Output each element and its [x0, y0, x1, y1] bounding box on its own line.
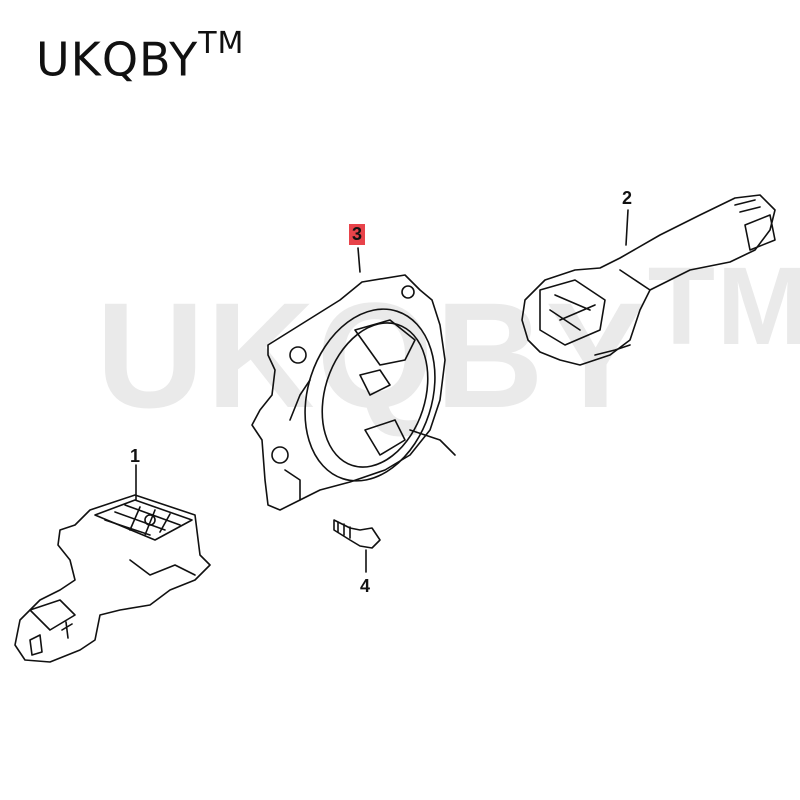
callout-1: 1 — [130, 446, 141, 466]
watermark: UKQBYTM — [96, 245, 800, 439]
brand-tm: TM — [198, 26, 245, 61]
callout-4: 4 — [360, 576, 371, 596]
brand-name: UKQBY — [36, 32, 199, 87]
callout-3: 3 — [349, 224, 366, 245]
brand-logo: UKQBYTM — [36, 26, 244, 87]
part-2-turn-signal-switch — [521, 194, 776, 366]
part-4-screw — [333, 519, 381, 573]
part-3-clock-spring — [251, 247, 456, 511]
part-1-wiper-switch — [14, 464, 211, 663]
callout-2: 2 — [622, 188, 633, 208]
